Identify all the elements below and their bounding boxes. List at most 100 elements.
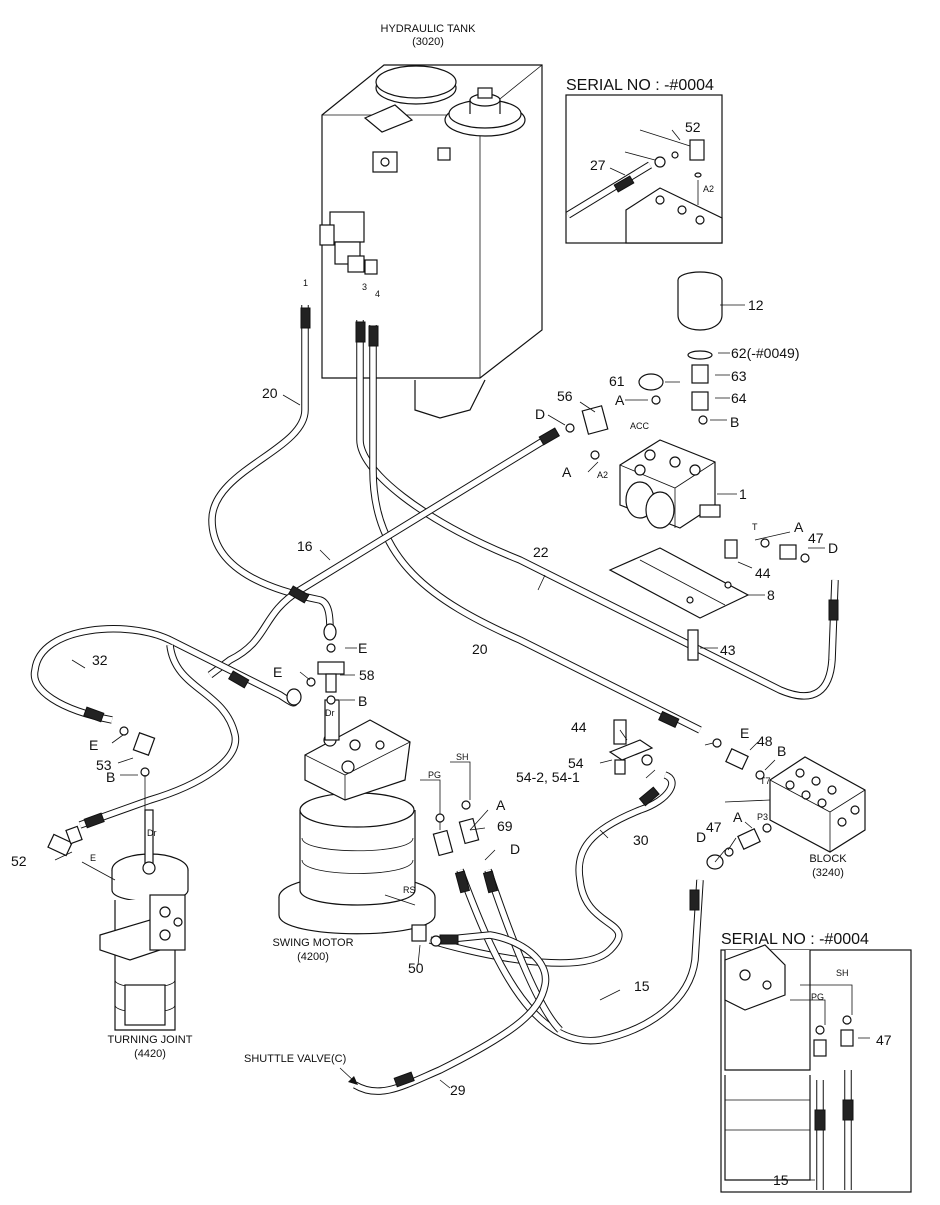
part-number-16: 16 bbox=[297, 538, 313, 554]
part-number-8: 8 bbox=[767, 587, 775, 603]
part-number-48: 48 bbox=[757, 733, 773, 749]
part-number-53: 53 bbox=[96, 757, 112, 773]
part-number-52-inset: 52 bbox=[685, 119, 701, 135]
port-acc: ACC bbox=[630, 421, 650, 431]
joint-leaders bbox=[81, 775, 146, 881]
swing-motor-name: SWING MOTOR bbox=[272, 937, 353, 949]
fitting-50 bbox=[411, 924, 442, 947]
port-letter-e-16: E bbox=[358, 640, 367, 656]
port-dr-joint: Dr bbox=[147, 828, 157, 838]
port-letter-a-56: A bbox=[562, 464, 572, 480]
part-number-44-bracket: 44 bbox=[571, 719, 587, 735]
hose-32 bbox=[30, 625, 299, 829]
port-letter-a-acc: A bbox=[615, 392, 625, 408]
part-number-22: 22 bbox=[533, 544, 549, 560]
hose-label-3: 3 bbox=[362, 282, 367, 292]
part-number-labels: 12 62(-#0049) 63 64 61 56 1 47 44 8 43 2… bbox=[11, 119, 892, 1188]
port-letter-e-48: E bbox=[740, 725, 749, 741]
port-letter-a-t: A bbox=[794, 519, 804, 535]
leader-lines bbox=[54, 129, 870, 1181]
part-number-44-valve: 44 bbox=[755, 565, 771, 581]
port-letter-d-t: D bbox=[828, 540, 838, 556]
port-letter-d-56: D bbox=[535, 406, 545, 422]
inset-port-sh: SH bbox=[836, 968, 849, 978]
port-pg: PG bbox=[428, 770, 441, 780]
shuttle-arrow-head bbox=[348, 1076, 358, 1085]
hose-29 bbox=[353, 931, 550, 1095]
port-letter-b-58: B bbox=[358, 693, 367, 709]
port-letter-b-48: B bbox=[777, 743, 786, 759]
part-number-29: 29 bbox=[450, 1082, 466, 1098]
swing-motor bbox=[278, 699, 436, 935]
tee-58 bbox=[286, 623, 345, 706]
elbow-53 bbox=[119, 726, 156, 777]
part-number-20-top: 20 bbox=[262, 385, 278, 401]
port-letter-a-motor: A bbox=[496, 797, 506, 813]
turning-joint bbox=[99, 809, 189, 1031]
hose-label-4: 4 bbox=[375, 289, 380, 299]
part-number-20-mid: 20 bbox=[472, 641, 488, 657]
tank-code: (3020) bbox=[412, 36, 444, 48]
port-letter-labels: D A B A A D E E B E B A D E B A D bbox=[89, 392, 838, 857]
inset-bottom bbox=[720, 944, 912, 1193]
bracket-54 bbox=[608, 719, 654, 775]
turning-joint-name: TURNING JOINT bbox=[108, 1034, 193, 1046]
port-t: T bbox=[752, 522, 758, 532]
hydraulic-tank bbox=[319, 64, 543, 419]
part-number-61: 61 bbox=[609, 373, 625, 389]
shuttle-valve-label: SHUTTLE VALVE(C) bbox=[244, 1053, 346, 1065]
part-number-32: 32 bbox=[92, 652, 108, 668]
inset-bottom-title: SERIAL NO : -#0004 bbox=[721, 931, 869, 948]
port-letter-a-block: A bbox=[733, 809, 743, 825]
part-number-69: 69 bbox=[497, 818, 513, 834]
port-e-joint: E bbox=[90, 853, 96, 863]
part-number-56: 56 bbox=[557, 388, 573, 404]
part-number-58: 58 bbox=[359, 667, 375, 683]
hose-network bbox=[30, 305, 839, 1095]
part-number-62: 62(-#0049) bbox=[731, 345, 800, 361]
accumulator-12 bbox=[677, 271, 723, 411]
fitting-48 bbox=[712, 738, 765, 780]
port-dr-motor: Dr bbox=[325, 708, 335, 718]
hose-20 bbox=[208, 305, 334, 631]
port-rs: RS bbox=[403, 885, 416, 895]
elbow-52-joint bbox=[47, 825, 83, 857]
part-number-1: 1 bbox=[739, 486, 747, 502]
part-number-52-joint: 52 bbox=[11, 853, 27, 869]
part-number-27: 27 bbox=[590, 157, 606, 173]
part-number-47-inset: 47 bbox=[876, 1032, 892, 1048]
swing-motor-code: (4200) bbox=[297, 951, 329, 963]
port-a2: A2 bbox=[597, 470, 608, 480]
part-number-30: 30 bbox=[633, 832, 649, 848]
inset-top bbox=[565, 94, 723, 244]
turning-joint-code: (4420) bbox=[134, 1048, 166, 1060]
part-number-63: 63 bbox=[731, 368, 747, 384]
valve-block-1 bbox=[619, 439, 721, 529]
part-number-43: 43 bbox=[720, 642, 736, 658]
part-number-47-valve: 47 bbox=[808, 530, 824, 546]
part-number-54: 54 bbox=[568, 755, 584, 771]
port-t7: T7 bbox=[760, 776, 771, 786]
hose-label-1: 1 bbox=[303, 278, 308, 288]
port-p3: P3 bbox=[757, 812, 768, 822]
port-letter-d-block: D bbox=[696, 829, 706, 845]
inset-port-pg: PG bbox=[811, 992, 824, 1002]
tank-name: HYDRAULIC TANK bbox=[381, 23, 477, 35]
fitting-47-block bbox=[706, 823, 772, 870]
part-number-50: 50 bbox=[408, 960, 424, 976]
block-name: BLOCK bbox=[809, 853, 847, 865]
hose-20-mid bbox=[369, 325, 702, 734]
motor-port-leaders bbox=[384, 761, 471, 906]
part-number-47-block: 47 bbox=[706, 819, 722, 835]
port-letter-e-53: E bbox=[89, 737, 98, 753]
port-letter-d-motor: D bbox=[510, 841, 520, 857]
valve-fittings bbox=[565, 373, 810, 661]
inset-top-port-a2: A2 bbox=[703, 184, 714, 194]
port-letter-e-58: E bbox=[273, 664, 282, 680]
port-letter-b-53: B bbox=[106, 769, 115, 785]
part-number-54-sub: 54-2, 54-1 bbox=[516, 769, 580, 785]
hose-ferrules bbox=[83, 307, 839, 1088]
inset-top-title: SERIAL NO : -#0004 bbox=[566, 77, 714, 94]
